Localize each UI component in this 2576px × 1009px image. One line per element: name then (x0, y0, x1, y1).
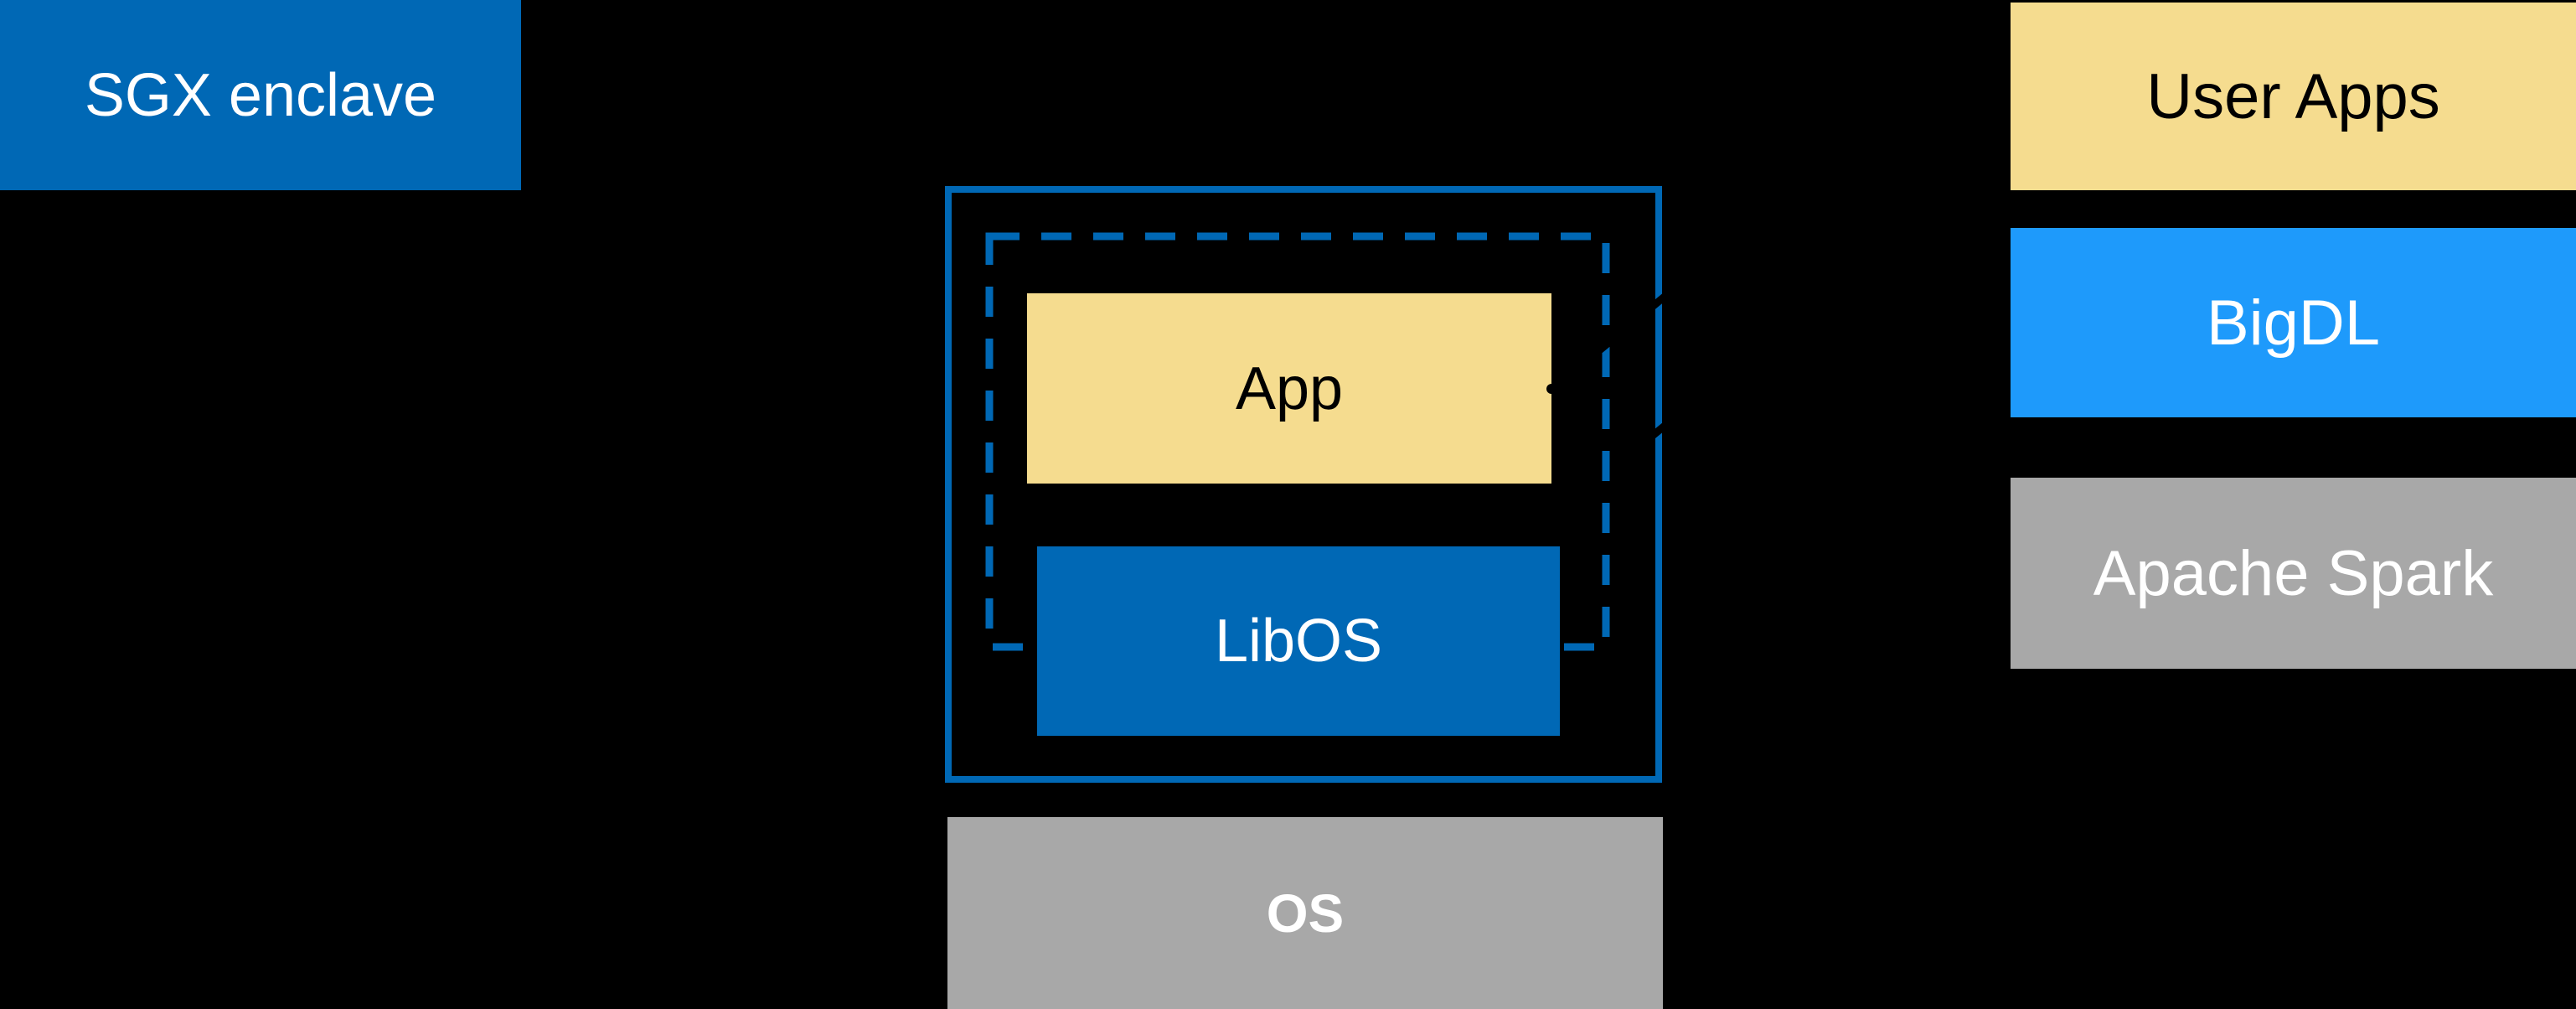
user-apps-box: User Apps (2011, 3, 2576, 190)
enclave-frame-box (945, 186, 1662, 783)
bigdl-box: BigDL (2011, 228, 2576, 417)
libos-label: LibOS (1214, 608, 1383, 675)
sgx-enclave-box: SGX enclave (0, 0, 521, 190)
arrow-slash-lower (1619, 404, 1690, 464)
libos-box: LibOS (1037, 546, 1560, 736)
os-box: OS (947, 817, 1663, 1009)
sgx-enclave-label: SGX enclave (84, 61, 437, 129)
sgx-arrowhead-dot (515, 510, 527, 522)
os-label: OS (1266, 882, 1345, 944)
user-apps-label: User Apps (2146, 60, 2440, 132)
app-box: App (1027, 293, 1551, 484)
bigdl-label: BigDL (2207, 287, 2380, 359)
arrow-slash-upper (1552, 273, 1691, 391)
apache-spark-label: Apache Spark (2093, 537, 2494, 609)
apache-spark-box: Apache Spark (2011, 478, 2576, 669)
app-label: App (1235, 354, 1344, 422)
app-arrowhead-dot (1546, 384, 1556, 394)
